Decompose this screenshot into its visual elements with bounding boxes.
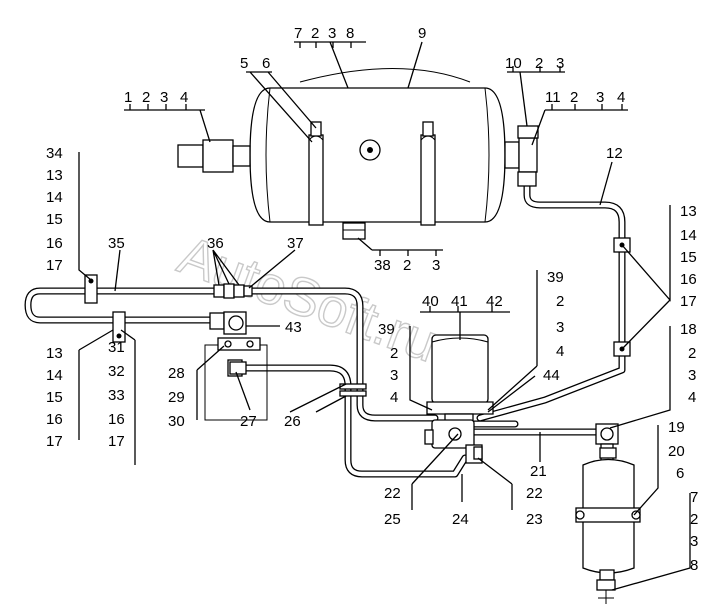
label-38: 38 [374, 257, 391, 274]
fitting-27 [229, 361, 247, 375]
label-7: 7 [294, 25, 302, 42]
label-30: 30 [168, 413, 185, 430]
label-16: 16 [108, 411, 125, 428]
label-4: 4 [617, 89, 625, 106]
label-29: 29 [168, 389, 185, 406]
label-20: 20 [668, 443, 685, 460]
label-42: 42 [486, 293, 503, 310]
fittings-36-37 [213, 283, 253, 299]
label-17: 17 [680, 293, 697, 310]
label-2: 2 [311, 25, 319, 42]
label-19: 19 [668, 419, 685, 436]
label-13: 13 [46, 345, 63, 362]
label-14: 14 [46, 367, 63, 384]
label-2: 2 [570, 89, 578, 106]
label-1: 1 [124, 89, 132, 106]
label-15: 15 [46, 211, 63, 228]
label-12: 12 [606, 145, 623, 162]
label-2: 2 [688, 345, 696, 362]
label-15: 15 [680, 249, 697, 266]
label-36: 36 [207, 235, 224, 252]
label-11: 11 [545, 89, 561, 106]
label-9: 9 [418, 25, 426, 42]
label-3: 3 [690, 533, 698, 550]
label-22: 22 [384, 485, 401, 502]
label-34: 34 [46, 145, 63, 162]
label-2: 2 [690, 511, 698, 528]
label-3: 3 [328, 25, 336, 42]
label-3: 3 [688, 367, 696, 384]
label-3: 3 [556, 319, 564, 336]
label-3: 3 [596, 89, 604, 106]
label-27: 27 [240, 413, 257, 430]
label-23: 23 [526, 511, 543, 528]
label-8: 8 [690, 557, 698, 574]
label-6: 6 [676, 465, 684, 482]
label-31: 31 [108, 339, 125, 356]
label-43: 43 [285, 319, 302, 336]
label-13: 13 [680, 203, 697, 220]
label-8: 8 [346, 25, 354, 42]
label-32: 32 [108, 363, 125, 380]
label-37: 37 [287, 235, 304, 252]
label-44: 44 [543, 367, 560, 384]
pipe-lines [24, 176, 626, 478]
compressor-head [204, 337, 268, 421]
part-labels: 7 2 3 8 9 5 6 1 2 3 4 10 2 3 11 2 3 4 12… [46, 25, 698, 574]
label-5: 5 [240, 55, 248, 72]
pipe-clamps [84, 237, 631, 397]
label-3: 3 [160, 89, 168, 106]
pressure-regulator [424, 334, 494, 464]
label-39: 39 [378, 321, 395, 338]
label-17: 17 [46, 257, 63, 274]
label-39: 39 [547, 269, 564, 286]
leader-lines [78, 41, 691, 591]
label-21: 21 [530, 463, 547, 480]
label-16: 16 [46, 411, 63, 428]
label-2: 2 [142, 89, 150, 106]
label-3: 3 [432, 257, 440, 274]
label-17: 17 [108, 433, 125, 450]
label-2: 2 [535, 55, 543, 72]
label-4: 4 [180, 89, 188, 106]
label-4: 4 [556, 343, 564, 360]
label-3: 3 [390, 367, 398, 384]
label-2: 2 [403, 257, 411, 274]
label-17: 17 [46, 433, 63, 450]
label-15: 15 [46, 389, 63, 406]
label-16: 16 [46, 235, 63, 252]
label-24: 24 [452, 511, 469, 528]
air-receiver-tank [177, 68, 539, 240]
label-3: 3 [556, 55, 564, 72]
air-dryer [575, 447, 641, 604]
label-6: 6 [262, 55, 270, 72]
label-7: 7 [690, 489, 698, 506]
elbow-fitting-43 [209, 311, 247, 335]
label-4: 4 [688, 389, 696, 406]
label-14: 14 [680, 227, 697, 244]
label-25: 25 [384, 511, 401, 528]
label-22: 22 [526, 485, 543, 502]
label-4: 4 [390, 389, 398, 406]
label-35: 35 [108, 235, 125, 252]
label-13: 13 [46, 167, 63, 184]
label-18: 18 [680, 321, 697, 338]
label-28: 28 [168, 365, 185, 382]
label-2: 2 [556, 293, 564, 310]
label-2: 2 [390, 345, 398, 362]
label-26: 26 [284, 413, 301, 430]
label-41: 41 [451, 293, 468, 310]
label-33: 33 [108, 387, 125, 404]
label-10: 10 [505, 55, 522, 72]
label-16: 16 [680, 271, 697, 288]
label-40: 40 [422, 293, 439, 310]
label-14: 14 [46, 189, 63, 206]
